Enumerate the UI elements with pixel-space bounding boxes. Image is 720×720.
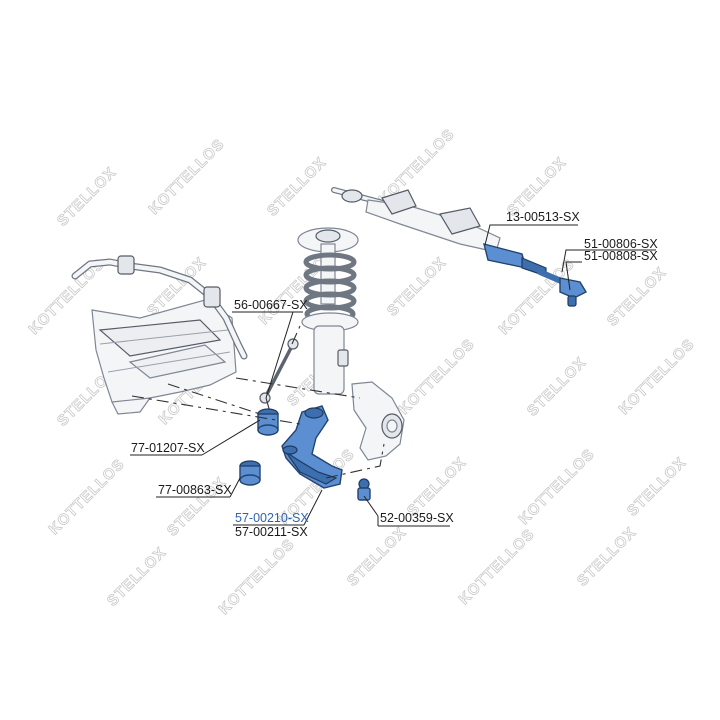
label-rack[interactable]: 13-00513-SX bbox=[506, 210, 580, 224]
part-labels: 13-00513-SX 51-00806-SX 51-00808-SX 56-0… bbox=[130, 210, 658, 539]
watermark-text: STELLOX bbox=[574, 524, 640, 590]
label-bushing-front[interactable]: 77-00863-SX bbox=[158, 483, 232, 497]
subframe bbox=[91, 299, 237, 415]
ball-joint bbox=[357, 478, 371, 501]
label-control-arm-1[interactable]: 57-00210-SX bbox=[235, 511, 309, 525]
watermark-text: STELLOX bbox=[624, 454, 690, 520]
watermark-text: STELLOX bbox=[404, 454, 470, 520]
watermark-text: STELLOX bbox=[344, 524, 410, 590]
steering-knuckle bbox=[351, 381, 405, 461]
bushing-front bbox=[239, 460, 261, 486]
steering-rack bbox=[331, 187, 547, 277]
watermark-text: STELLOX bbox=[384, 254, 450, 320]
watermark-text: STELLOX bbox=[104, 544, 170, 610]
watermark-text: STELLOX bbox=[604, 264, 670, 330]
label-tie-rod-end-1[interactable]: 51-00806-SX bbox=[584, 237, 658, 251]
leader-lines bbox=[201, 224, 582, 526]
watermark-text: STELLOX bbox=[54, 164, 120, 230]
label-stabilizer-link[interactable]: 56-00667-SX bbox=[234, 298, 308, 312]
label-bushing-rear[interactable]: 77-01207-SX bbox=[131, 441, 205, 455]
stabilizer-bar bbox=[71, 255, 248, 360]
label-ball-joint[interactable]: 52-00359-SX bbox=[380, 511, 454, 525]
bushing-rear bbox=[257, 408, 279, 436]
stabilizer-link bbox=[259, 338, 299, 404]
watermark-text: KOTTELLOS bbox=[46, 456, 129, 539]
tie-rod-end bbox=[537, 269, 587, 307]
watermark-text: STELLOX bbox=[524, 354, 590, 420]
assembly-lines bbox=[131, 325, 385, 479]
watermark-text: KOTTELLOS bbox=[396, 336, 479, 419]
watermark-text: KOTTELLOS bbox=[216, 536, 299, 619]
lower-control-arm bbox=[281, 405, 343, 489]
watermark-text: KOTTELLOS bbox=[146, 136, 229, 219]
watermark-text: KOTTELLOS bbox=[616, 336, 699, 419]
watermark-text: STELLOX bbox=[264, 154, 330, 220]
label-tie-rod-end-2[interactable]: 51-00808-SX bbox=[584, 249, 658, 263]
watermark-text: KOTTELLOS bbox=[456, 526, 539, 609]
strut-assembly bbox=[297, 227, 359, 395]
label-control-arm-2[interactable]: 57-00211-SX bbox=[235, 525, 308, 539]
watermark-text: KOTTELLOS bbox=[516, 446, 599, 529]
